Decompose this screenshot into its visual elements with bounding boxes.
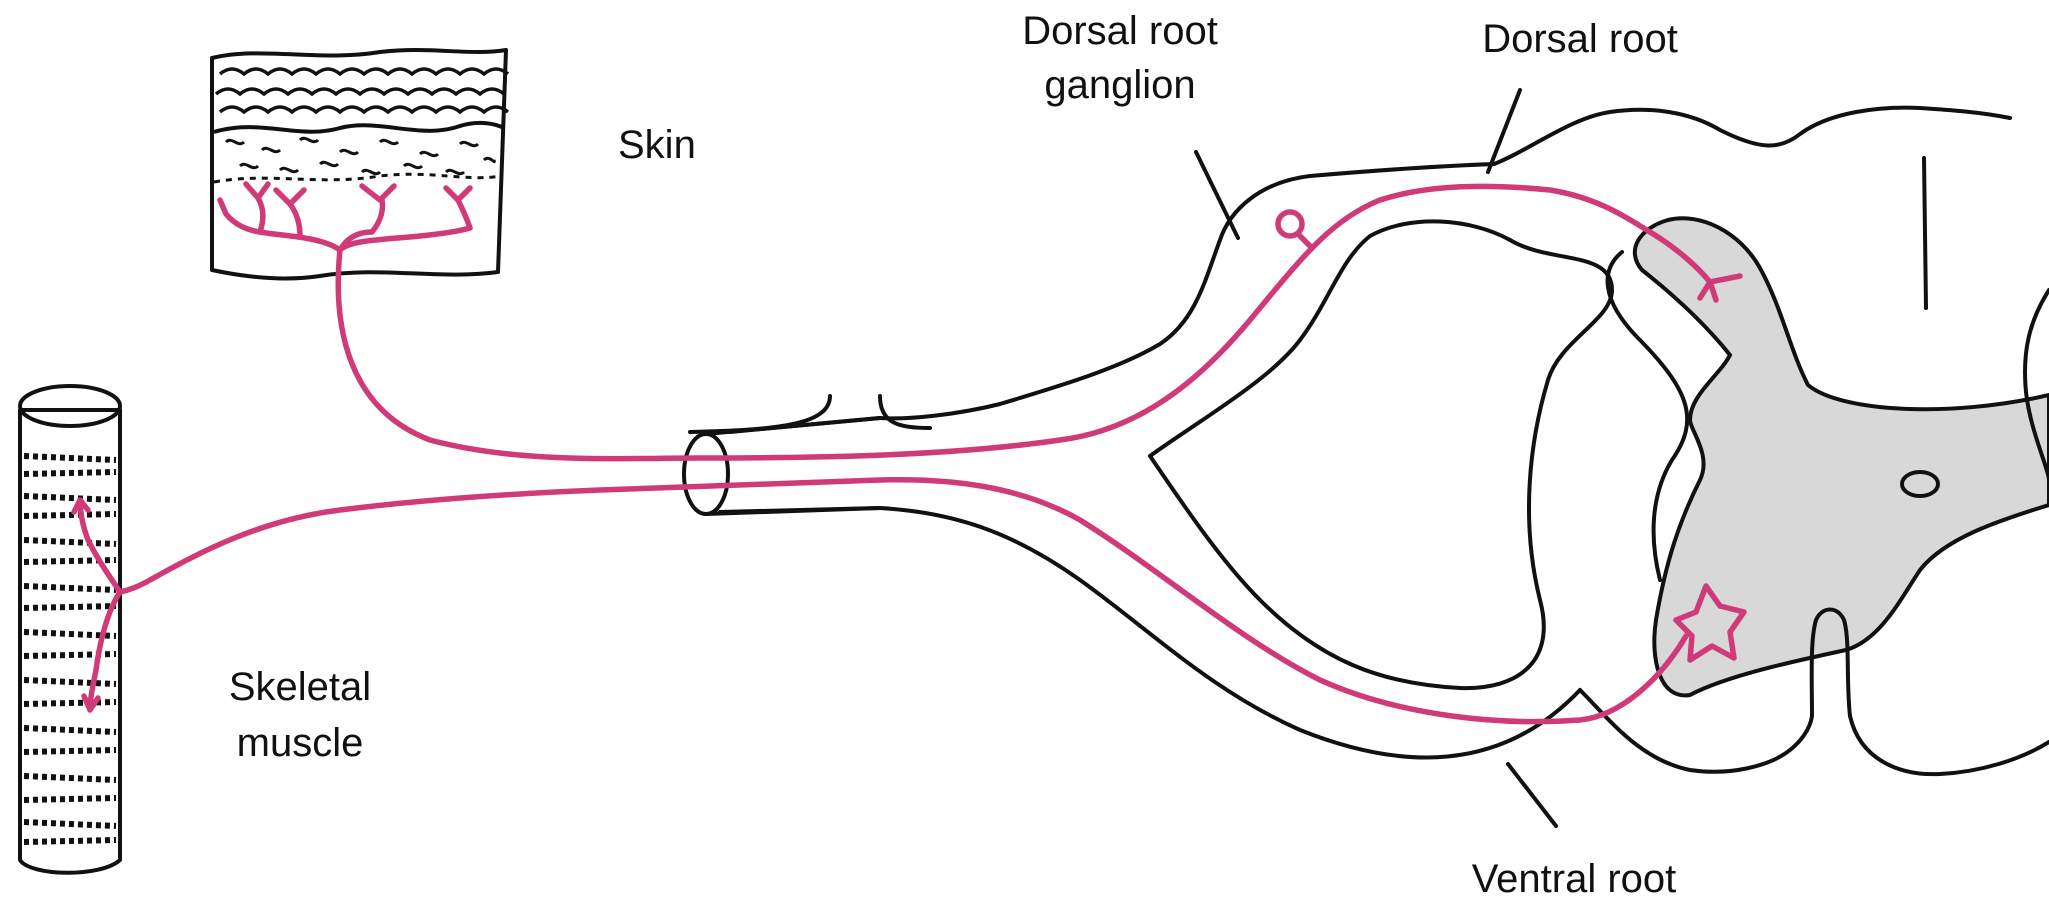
nerve-cut-end — [684, 434, 728, 514]
muscle-top — [20, 386, 120, 426]
label-dorsal-root: Dorsal root — [1470, 10, 1690, 68]
nerve-cut-top — [706, 418, 880, 434]
label-skin: Skin — [618, 116, 696, 174]
spinal-nerve-outline — [684, 164, 1612, 758]
nerve-fibers — [74, 184, 1744, 722]
cord-outline-upper — [1494, 108, 2010, 164]
dorsal-median-sulcus — [1924, 158, 1926, 308]
label-ventral-root: Ventral root — [1454, 850, 1694, 908]
grey-matter — [1635, 218, 2049, 695]
cord-outline-lower — [1580, 610, 2049, 775]
ganglion-cell-stalk — [1298, 234, 1312, 248]
ganglion-cell-body — [1278, 212, 1302, 236]
label-skeletal-muscle-line2: muscle — [210, 714, 390, 772]
skin-basal-layer — [214, 123, 504, 132]
label-dorsal-root-ganglion-line2: ganglion — [1010, 56, 1230, 114]
label-dorsal-root-ganglion-line1: Dorsal root — [1010, 2, 1230, 60]
skin-dermis-line — [214, 174, 500, 182]
muscle-body — [20, 410, 120, 873]
ramus-stub-right — [880, 396, 930, 428]
white-matter-boundary — [1608, 252, 1688, 580]
spinal-cord — [1494, 108, 2049, 775]
skin-receptor-branches — [220, 184, 470, 250]
sensory-fiber — [338, 186, 1710, 458]
skin-dermis-texture — [226, 138, 494, 173]
label-skeletal-muscle-line1: Skeletal — [210, 658, 390, 716]
leader-ventral-root — [1508, 764, 1556, 826]
leader-dorsal-root-ganglion — [1196, 152, 1238, 238]
skin-cell-texture — [216, 69, 508, 112]
